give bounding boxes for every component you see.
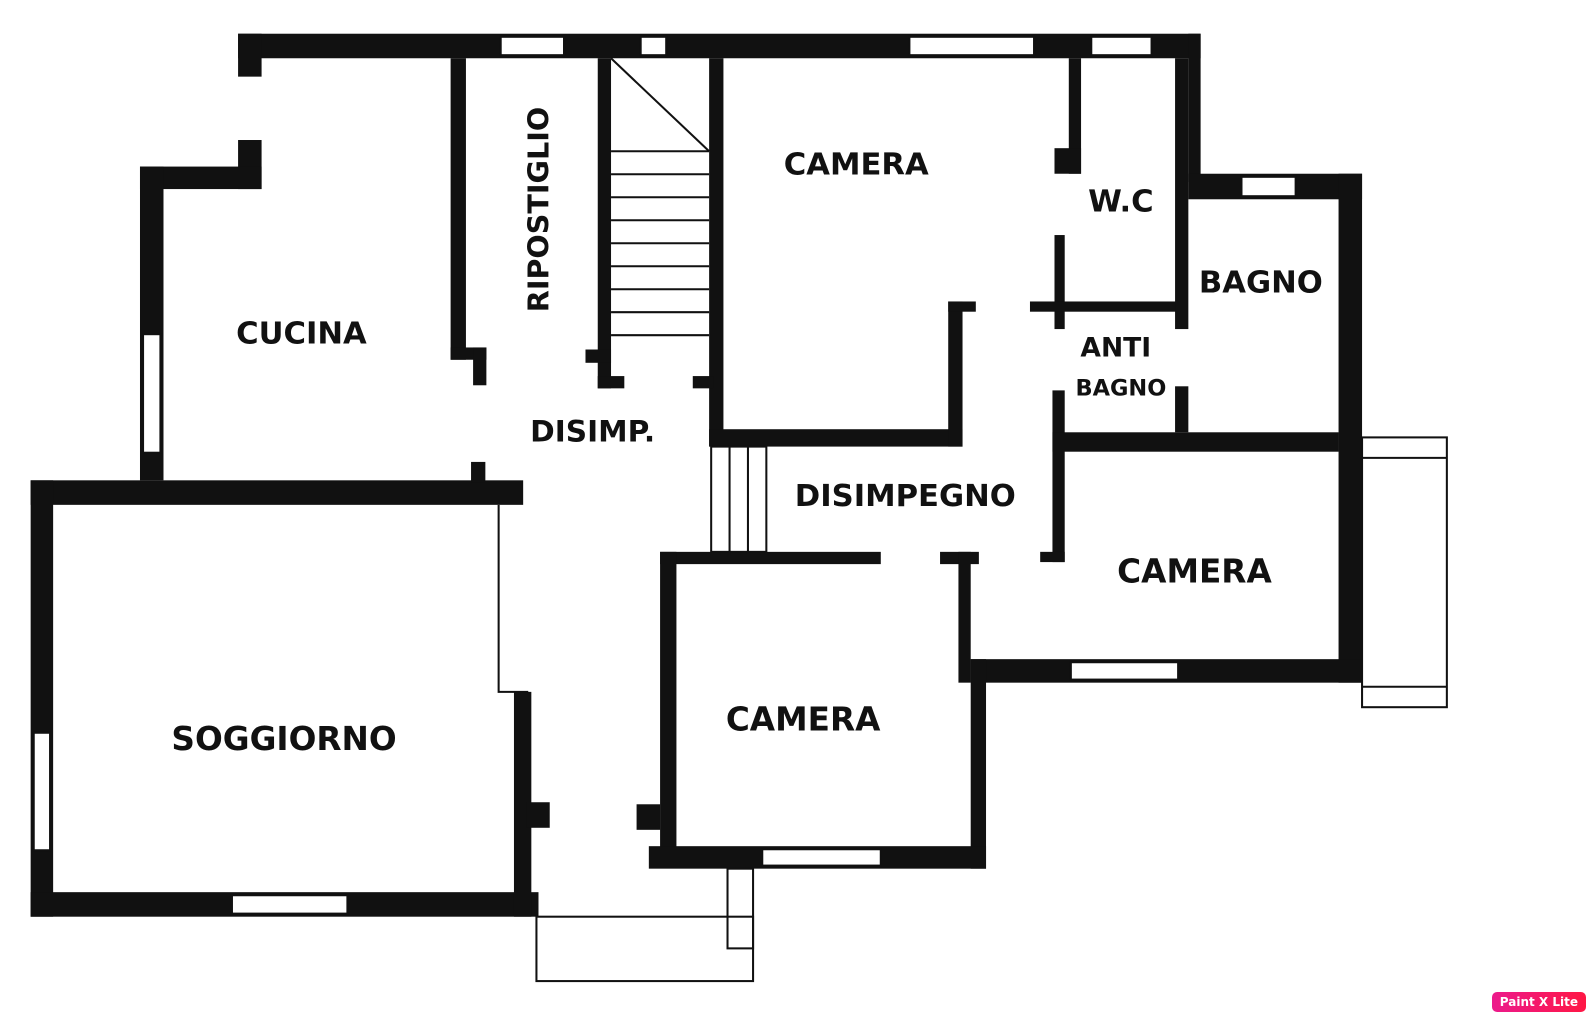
wall: [1175, 386, 1189, 433]
wall: [450, 58, 466, 360]
wall: [526, 802, 550, 828]
room-label-anti-bagno: BAGNO: [1075, 375, 1166, 401]
room-label-camera-right: CAMERA: [1117, 553, 1272, 591]
thin-lines: [497, 436, 1448, 983]
paint-x-lite-badge: Paint X Lite: [1491, 992, 1586, 1012]
window: [1240, 175, 1297, 198]
room-label-bagno: BAGNO: [1199, 265, 1323, 300]
window: [230, 894, 349, 915]
entrance-step: [726, 867, 755, 950]
wall: [513, 691, 532, 917]
wall: [1040, 551, 1065, 563]
staircase: [610, 57, 710, 337]
room-label-disimp: DISIMP.: [530, 413, 655, 448]
wall: [1029, 301, 1179, 312]
wall: [660, 551, 881, 565]
wall: [948, 301, 963, 447]
wall: [139, 166, 262, 190]
doorway-lines: [728, 446, 749, 552]
window: [761, 848, 882, 867]
wall: [471, 461, 486, 483]
window: [1069, 661, 1180, 681]
room-label-cucina: CUCINA: [236, 316, 367, 351]
wall: [948, 301, 976, 312]
wall: [1054, 235, 1065, 330]
window: [32, 731, 52, 852]
wall: [1052, 432, 1339, 452]
doorway: [710, 445, 768, 553]
wall: [238, 33, 1201, 59]
room-label-ripostiglio: RIPOSTIGLIO: [522, 107, 556, 312]
wall: [1175, 58, 1189, 330]
window: [499, 35, 566, 57]
partition-line: [497, 504, 529, 693]
stair-diagonal: [610, 57, 710, 152]
wall: [1052, 390, 1065, 563]
wall: [660, 551, 677, 849]
wall: [692, 376, 714, 389]
walls: [30, 33, 1363, 917]
wall: [1338, 173, 1363, 683]
wall: [30, 480, 524, 505]
room-label-disimpegno: DISIMPEGNO: [795, 479, 1016, 514]
room-label-soggiorno: SOGGIORNO: [171, 720, 396, 758]
wall: [1188, 33, 1201, 182]
wall: [636, 804, 661, 830]
room-label-camera-top: CAMERA: [784, 148, 929, 183]
wall: [1068, 58, 1082, 174]
wall: [597, 58, 612, 389]
windows: [32, 35, 1297, 915]
wall: [597, 376, 625, 389]
wall: [970, 659, 987, 869]
wall: [709, 429, 963, 447]
window: [908, 35, 1036, 57]
wall: [585, 349, 612, 363]
room-labels: CUCINA RIPOSTIGLIO CAMERA W.C BAGNO ANTI…: [171, 107, 1322, 758]
room-label-wc: W.C: [1088, 185, 1153, 220]
room-label-camera-bottom: CAMERA: [726, 701, 881, 739]
wall: [709, 58, 724, 447]
entrance-step: [535, 915, 755, 983]
window: [1090, 35, 1153, 57]
wall: [473, 347, 487, 386]
window: [142, 333, 162, 454]
balcony-lines: [1362, 456, 1447, 688]
balcony: [1361, 436, 1448, 709]
wall: [958, 551, 971, 683]
window: [639, 35, 668, 57]
room-label-anti: ANTI: [1080, 333, 1151, 364]
wall: [238, 33, 262, 77]
wall: [1054, 148, 1082, 174]
